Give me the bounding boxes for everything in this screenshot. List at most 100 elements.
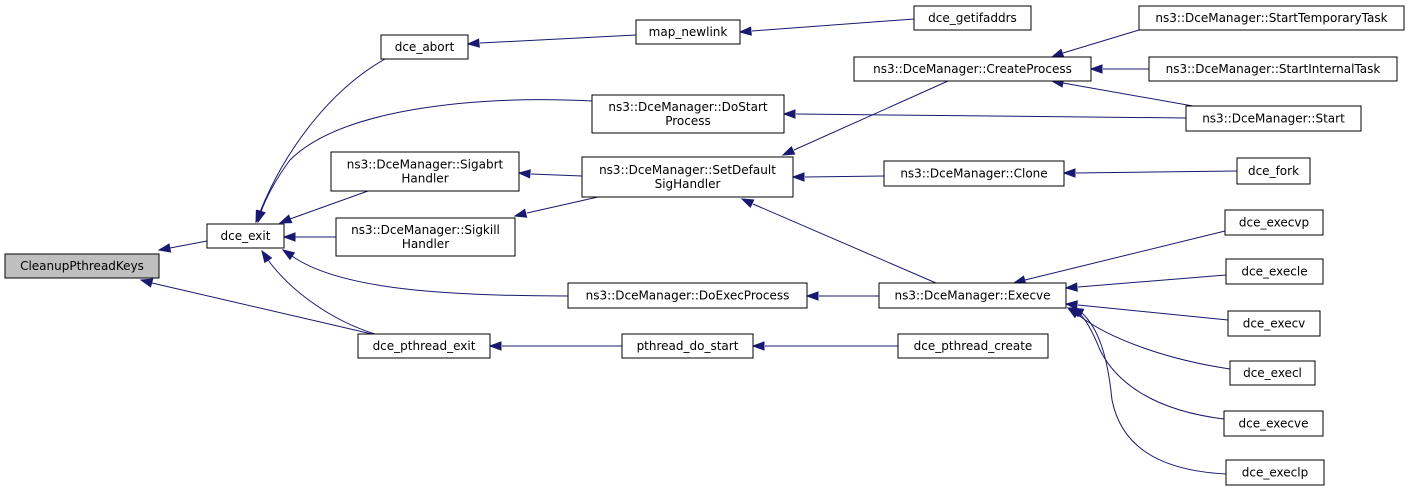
arrowhead-icon — [488, 341, 502, 351]
edges-layer — [139, 18, 1238, 475]
node-start-internal-task[interactable]: ns3::DceManager::StartInternalTask — [1148, 56, 1398, 82]
node-label: ns3::DceManager::StartInternalTask — [1166, 62, 1381, 76]
node-start-temporary-task[interactable]: ns3::DceManager::StartTemporaryTask — [1138, 5, 1405, 31]
node-dce-execvp[interactable]: dce_execvp — [1224, 209, 1324, 236]
edge-line — [151, 282, 373, 335]
edge-line — [1076, 313, 1231, 370]
node-box — [897, 333, 1049, 359]
node-box — [357, 333, 491, 359]
node-label: dce_abort — [395, 40, 455, 54]
node-box — [621, 333, 754, 359]
node-box — [883, 160, 1065, 187]
edge-execve-to-do_exec_process — [805, 291, 879, 301]
edge-set_default_sig_handler-to-sigabrt_handler — [517, 169, 583, 179]
edge-line — [1077, 311, 1225, 420]
node-dce-pthread-exit[interactable]: dce_pthread_exit — [357, 333, 491, 359]
node-label: ns3::DceManager::DoExecProcess — [586, 289, 790, 303]
arrowhead-icon — [261, 249, 273, 264]
node-dce-execv[interactable]: dce_execv — [1227, 310, 1321, 337]
edge-set_default_sig_handler-to-sigkill_handler — [513, 196, 599, 218]
node-label: SigHandler — [655, 177, 721, 191]
edge-line — [1077, 304, 1229, 321]
edge-start-to-create_process — [1050, 78, 1194, 107]
node-do-exec-process[interactable]: ns3::DceManager::DoExecProcess — [567, 282, 808, 309]
edge-line — [793, 80, 949, 151]
arrowhead-icon — [1064, 300, 1078, 310]
node-cleanup[interactable]: CleanupPthreadKeys — [4, 253, 160, 279]
node-label: Handler — [401, 172, 448, 186]
node-box — [4, 253, 160, 279]
edge-line — [267, 259, 376, 335]
arrowhead-icon — [282, 232, 296, 242]
node-pthread-do-start[interactable]: pthread_do_start — [621, 333, 754, 359]
arrowhead-icon — [1062, 168, 1076, 178]
node-box — [635, 19, 741, 45]
node-dce-execlp[interactable]: dce_execlp — [1225, 459, 1325, 486]
edge-line — [259, 58, 386, 213]
edge-line — [260, 99, 593, 213]
edge-sigabrt_handler-to-dce_exit — [278, 190, 369, 224]
node-box — [1225, 258, 1324, 285]
node-dce-pthread-create[interactable]: dce_pthread_create — [897, 333, 1049, 359]
node-label: dce_execlp — [1242, 466, 1308, 480]
arrowhead-icon — [517, 169, 531, 179]
node-dce-fork[interactable]: dce_fork — [1236, 157, 1311, 185]
arrowhead-icon — [791, 172, 805, 182]
edge-line — [1077, 274, 1227, 288]
edge-dce_abort-to-dce_exit — [255, 58, 386, 224]
edge-start_internal_task-to-create_process — [1089, 64, 1149, 74]
edge-create_process-to-set_default_sig_handler — [781, 80, 949, 156]
edge-pthread_do_start-to-dce_pthread_exit — [488, 341, 622, 351]
edge-line — [289, 190, 369, 220]
node-dce-getifaddrs[interactable]: dce_getifaddrs — [913, 5, 1032, 31]
node-clone[interactable]: ns3::DceManager::Clone — [883, 160, 1065, 187]
node-label: Process — [665, 114, 711, 128]
arrowhead-icon — [1050, 48, 1065, 58]
node-label: dce_getifaddrs — [928, 11, 1017, 25]
edge-dce_exit-to-cleanup — [157, 240, 208, 253]
edge-clone-to-set_default_sig_handler — [791, 172, 885, 182]
edge-dce_execlp-to-execve — [1070, 307, 1227, 475]
node-box — [878, 282, 1067, 309]
node-label: CleanupPthreadKeys — [20, 259, 144, 273]
node-label: ns3::DceManager::Start — [1202, 112, 1345, 126]
node-start[interactable]: ns3::DceManager::Start — [1185, 105, 1362, 132]
node-label: pthread_do_start — [637, 339, 739, 353]
arrowhead-icon — [738, 26, 752, 36]
node-label: dce_exit — [221, 229, 271, 243]
node-create-process[interactable]: ns3::DceManager::CreateProcess — [853, 56, 1092, 82]
node-box — [380, 34, 469, 60]
node-box — [1225, 459, 1325, 486]
edge-line — [1062, 29, 1140, 54]
node-execve[interactable]: ns3::DceManager::Execve — [878, 282, 1067, 309]
node-dce-execve[interactable]: dce_execve — [1223, 410, 1324, 437]
node-dce-execle[interactable]: dce_execle — [1225, 258, 1324, 285]
edge-dce_execv-to-execve — [1064, 300, 1229, 321]
node-box — [567, 282, 808, 309]
node-dce-execl[interactable]: dce_execl — [1229, 360, 1316, 386]
arrowhead-icon — [751, 341, 765, 351]
arrowhead-icon — [805, 291, 819, 301]
node-label: dce_execl — [1243, 366, 1302, 380]
node-label: ns3::DceManager::Sigkill — [351, 223, 500, 237]
edge-line — [804, 175, 885, 178]
edge-dce_execvp-to-execve — [1012, 230, 1226, 285]
node-dce-abort[interactable]: dce_abort — [380, 34, 469, 60]
node-label: dce_execv — [1243, 317, 1306, 331]
node-map-newlink[interactable]: map_newlink — [635, 19, 741, 45]
node-label: dce_execvp — [1239, 216, 1309, 230]
arrowhead-icon — [740, 198, 755, 209]
edge-line — [752, 203, 937, 284]
edge-dce_pthread_exit-to-cleanup — [139, 278, 373, 335]
edge-line — [795, 113, 1187, 119]
edge-line — [479, 34, 637, 44]
edge-execve-to-set_default_sig_handler — [740, 198, 937, 284]
edge-dce_execl-to-execve — [1066, 307, 1231, 370]
edge-do_exec_process-to-dce_exit — [281, 249, 569, 297]
node-dce-exit[interactable]: dce_exit — [206, 223, 285, 249]
